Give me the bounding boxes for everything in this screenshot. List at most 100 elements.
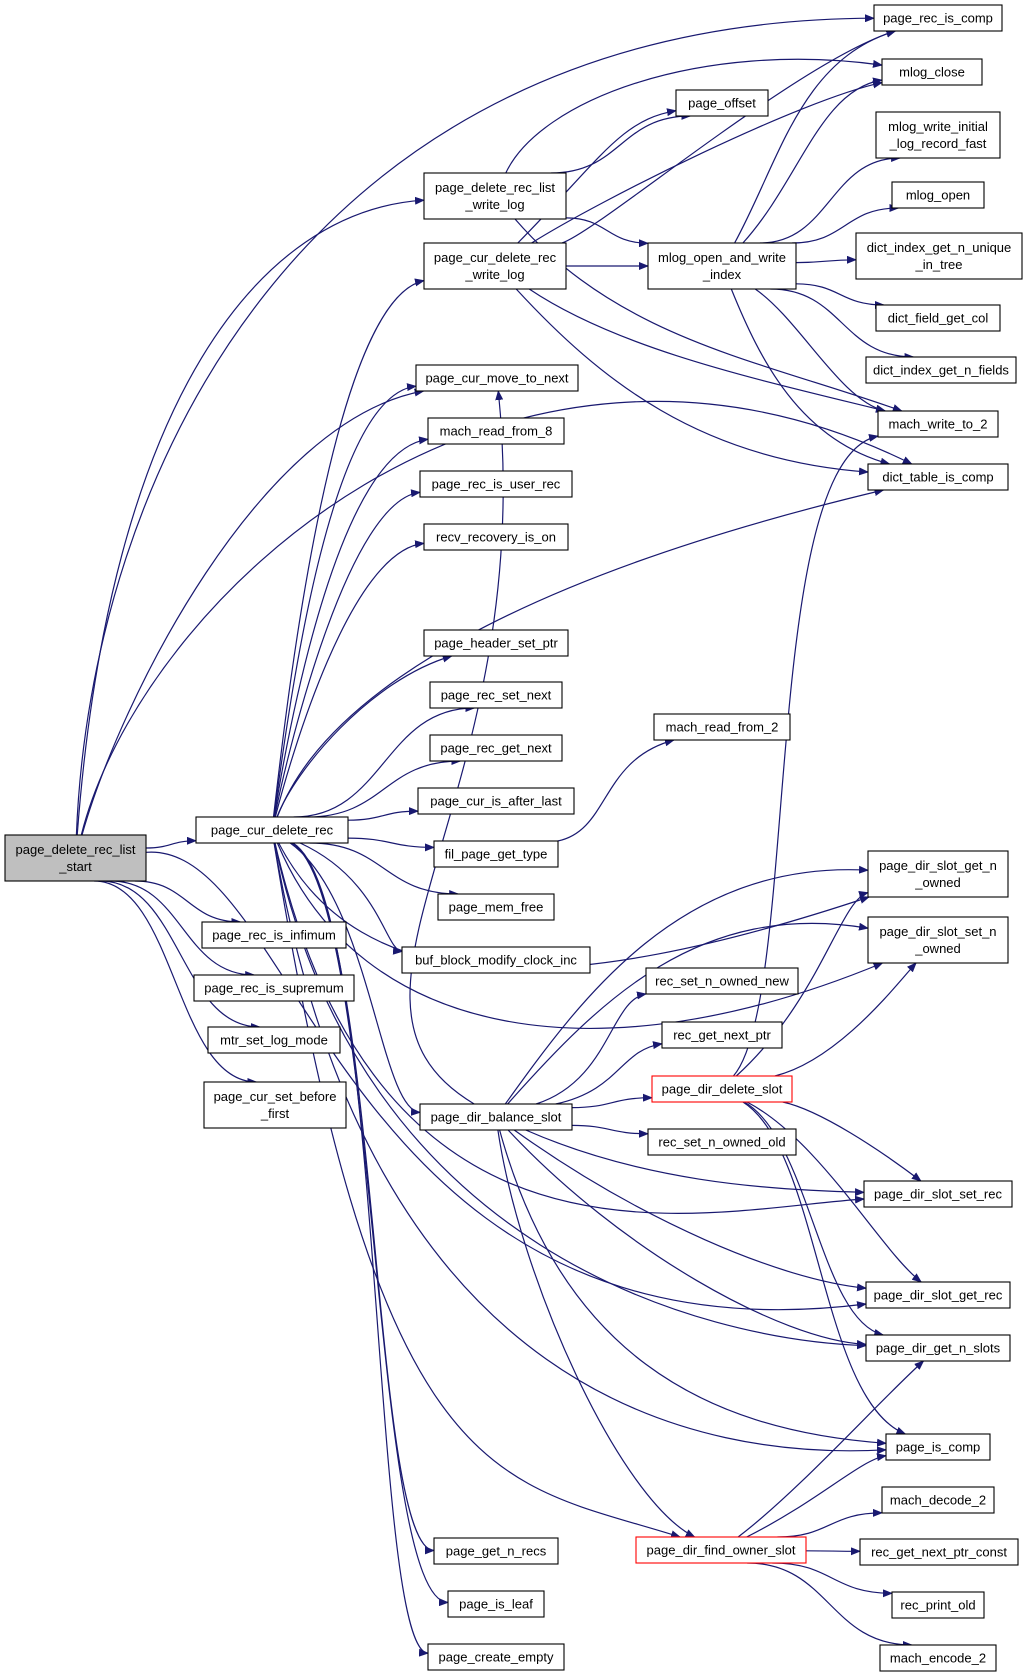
- node-rec-set-n-owned-new[interactable]: rec_set_n_owned_new: [645, 967, 799, 995]
- node-page-rec-is-user-rec[interactable]: page_rec_is_user_rec: [419, 470, 573, 498]
- node-page-cur-delete-rec[interactable]: page_cur_delete_rec: [195, 816, 349, 844]
- edge-line: [309, 842, 460, 898]
- edge-line: [81, 388, 425, 836]
- node-page-dir-find-owner-slot[interactable]: page_dir_find_owner_slot: [635, 1536, 807, 1564]
- node-page-dir-slot-set-rec[interactable]: page_dir_slot_set_rec: [863, 1180, 1013, 1208]
- node-page-rec-is-supremum[interactable]: page_rec_is_supremum: [193, 974, 355, 1002]
- node-page-rec-is-infimum[interactable]: page_rec_is_infimum: [201, 921, 347, 949]
- node-page-cur-move-to-next[interactable]: page_cur_move_to_next: [415, 364, 579, 392]
- node-label: page_dir_delete_slot: [662, 1082, 783, 1097]
- node-page-delete-rec-list-write-log[interactable]: page_delete_rec_list_write_log: [423, 172, 567, 220]
- node-label: _write_log: [464, 267, 524, 282]
- edge-line: [795, 283, 885, 309]
- node-page-get-n-recs[interactable]: page_get_n_recs: [433, 1537, 559, 1565]
- node-box: [865, 356, 1017, 384]
- node-mlog-open-and-write-index[interactable]: mlog_open_and_write_index: [647, 242, 797, 290]
- node-label: page_dir_get_n_slots: [876, 1341, 1001, 1356]
- node-fil-page-get-type[interactable]: fil_page_get_type: [433, 840, 559, 868]
- node-page-mem-free[interactable]: page_mem_free: [437, 893, 555, 921]
- edge-page_cur_delete_rec_write_log-to-mlog_close: [531, 80, 883, 244]
- edge-line: [515, 288, 869, 476]
- node-page-rec-set-next[interactable]: page_rec_set_next: [429, 681, 563, 709]
- edge-line: [571, 1093, 653, 1109]
- node-label: _log_record_fast: [889, 136, 987, 151]
- node-mach-decode-2[interactable]: mach_decode_2: [881, 1486, 995, 1514]
- edge-mlog_open_and_write_index-to-mlog_write_initial_log_record_fast: [759, 154, 902, 244]
- node-page-dir-slot-get-n-owned[interactable]: page_dir_slot_get_n_owned: [867, 850, 1009, 898]
- edge-line: [535, 991, 647, 1105]
- edge-page_cur_delete_rec-to-page_rec_set_next: [293, 704, 476, 818]
- node-mlog-open[interactable]: mlog_open: [891, 181, 985, 209]
- edge-page_dir_balance_slot-to-rec_set_n_owned_new: [535, 991, 647, 1105]
- node-recv-recovery-is-on[interactable]: recv_recovery_is_on: [423, 523, 569, 551]
- edge-page_cur_delete_rec_write_log-to-mach_write_to_2: [528, 288, 887, 413]
- node-root[interactable]: page_delete_rec_list_start: [4, 834, 147, 882]
- node-page-is-comp[interactable]: page_is_comp: [885, 1433, 991, 1461]
- edge-line: [274, 842, 865, 1214]
- node-page-create-empty[interactable]: page_create_empty: [427, 1643, 565, 1671]
- node-dict-index-get-n-unique-in-tree[interactable]: dict_index_get_n_unique_in_tree: [855, 232, 1023, 280]
- edge-line: [347, 837, 435, 852]
- node-rec-get-next-ptr-const[interactable]: rec_get_next_ptr_const: [859, 1538, 1019, 1566]
- edge-root-to-page_dir_slot_get_rec: [145, 851, 867, 1311]
- node-mlog-write-initial-log-record-fast[interactable]: mlog_write_initial_log_record_fast: [875, 111, 1001, 159]
- edge-page_dir_find_owner_slot-to-rec_get_next_ptr_const: [805, 1547, 861, 1556]
- node-label: fil_page_get_type: [445, 847, 548, 862]
- node-page-cur-set-before-first[interactable]: page_cur_set_before_first: [203, 1081, 347, 1129]
- node-page-dir-slot-set-n-owned[interactable]: page_dir_slot_set_n_owned: [867, 916, 1009, 964]
- node-rec-get-next-ptr[interactable]: rec_get_next_ptr: [661, 1021, 783, 1049]
- node-page-dir-get-n-slots[interactable]: page_dir_get_n_slots: [865, 1334, 1011, 1362]
- node-mach-read-from-2[interactable]: mach_read_from_2: [653, 713, 791, 741]
- node-mach-read-from-8[interactable]: mach_read_from_8: [427, 417, 565, 445]
- edge-line: [276, 842, 884, 1029]
- edge-line: [531, 80, 883, 244]
- node-label: _owned: [914, 875, 961, 890]
- edge-line: [274, 540, 425, 818]
- node-mach-encode-2[interactable]: mach_encode_2: [879, 1644, 997, 1672]
- node-rec-print-old[interactable]: rec_print_old: [891, 1591, 985, 1619]
- node-dict-field-get-col[interactable]: dict_field_get_col: [875, 304, 1001, 332]
- node-box: [645, 967, 799, 995]
- edge-line: [774, 962, 917, 1077]
- edge-root-to-dict_table_is_comp: [80, 401, 913, 836]
- node-box: [415, 364, 579, 392]
- node-page-cur-delete-rec-write-log[interactable]: page_cur_delete_rec_write_log: [423, 242, 567, 290]
- node-label: page_create_empty: [439, 1650, 554, 1665]
- node-page-cur-is-after-last[interactable]: page_cur_is_after_last: [417, 787, 575, 815]
- node-dict-table-is-comp[interactable]: dict_table_is_comp: [867, 463, 1009, 491]
- edge-line: [791, 204, 900, 244]
- edges-layer: [75, 14, 925, 1657]
- node-box: [401, 946, 591, 974]
- node-page-is-leaf[interactable]: page_is_leaf: [447, 1590, 545, 1618]
- node-buf-block-modify-clock-inc[interactable]: buf_block_modify_clock_inc: [401, 946, 591, 974]
- node-label: mach_decode_2: [890, 1493, 986, 1508]
- edge-line: [737, 1360, 925, 1538]
- node-rec-set-n-owned-old[interactable]: rec_set_n_owned_old: [647, 1128, 797, 1156]
- node-mach-write-to-2[interactable]: mach_write_to_2: [877, 410, 999, 438]
- node-label: page_mem_free: [449, 900, 544, 915]
- node-page-offset[interactable]: page_offset: [675, 89, 769, 117]
- node-mlog-close[interactable]: mlog_close: [881, 58, 983, 86]
- edge-page_cur_delete_rec-to-page_dir_slot_set_rec: [274, 842, 865, 1214]
- node-label: page_offset: [688, 96, 756, 111]
- node-label: page_cur_delete_rec: [211, 823, 334, 838]
- node-label: rec_set_n_owned_new: [655, 974, 789, 989]
- edge-page_cur_delete_rec-to-page_dir_slot_set_n_owned: [276, 842, 884, 1029]
- node-page-dir-balance-slot[interactable]: page_dir_balance_slot: [419, 1103, 573, 1131]
- node-dict-index-get-n-fields[interactable]: dict_index_get_n_fields: [865, 356, 1017, 384]
- edge-page_cur_delete_rec-to-recv_recovery_is_on: [274, 540, 425, 818]
- node-page-header-set-ptr[interactable]: page_header_set_ptr: [423, 629, 569, 657]
- node-page-dir-slot-get-rec[interactable]: page_dir_slot_get_rec: [865, 1281, 1011, 1309]
- node-page-rec-get-next[interactable]: page_rec_get_next: [429, 734, 563, 762]
- edge-line: [795, 255, 857, 264]
- node-page-rec-is-comp[interactable]: page_rec_is_comp: [873, 4, 1003, 32]
- node-box: [885, 1433, 991, 1461]
- edge-page_dir_find_owner_slot-to-page_dir_get_n_slots: [737, 1360, 925, 1538]
- node-mtr-set-log-mode[interactable]: mtr_set_log_mode: [207, 1026, 341, 1054]
- edge-page_cur_delete_rec_write_log-to-dict_table_is_comp: [515, 288, 869, 476]
- edge-line: [754, 288, 886, 413]
- node-box: [875, 304, 1001, 332]
- edge-page_cur_delete_rec-to-page_is_comp: [273, 842, 887, 1455]
- edge-page_dir_balance_slot-to-page_is_comp: [499, 1129, 887, 1447]
- node-page-dir-delete-slot[interactable]: page_dir_delete_slot: [651, 1075, 793, 1103]
